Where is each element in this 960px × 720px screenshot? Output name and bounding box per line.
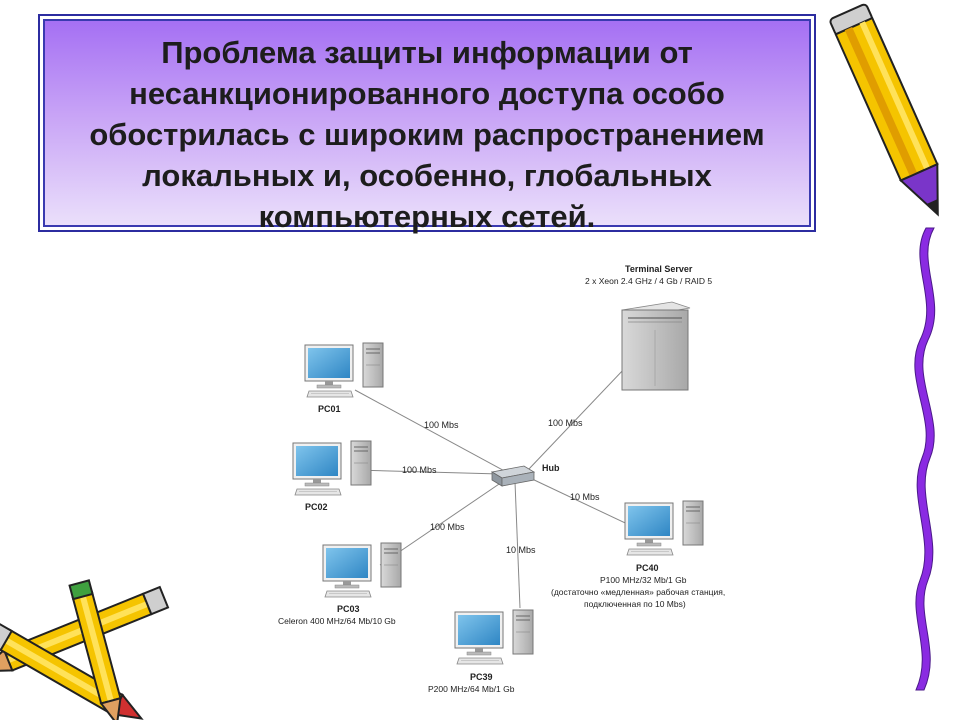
hub-label: Hub: [542, 463, 560, 473]
title-line: Проблема защиты информации от: [161, 35, 693, 70]
link-label-pc01: 100 Mbs: [424, 420, 459, 430]
pc03-label: PC03: [337, 604, 360, 614]
link-label-server: 100 Mbs: [548, 418, 583, 428]
pc40-note: (достаточно «медленная» рабочая станция,: [551, 587, 725, 597]
link-label-pc02: 100 Mbs: [402, 465, 437, 475]
pc40-note: подключенная по 10 Mbs): [584, 599, 686, 609]
pc40-spec: P100 MHz/32 Mb/1 Gb: [600, 575, 687, 585]
server-name: Terminal Server: [625, 264, 693, 274]
link-label-pc39: 10 Mbs: [506, 545, 536, 555]
title-line: несанкционированного доступа особо: [129, 76, 725, 111]
pc40-label: PC40: [636, 563, 659, 573]
server-spec: 2 x Xeon 2.4 GHz / 4 Gb / RAID 5: [585, 276, 712, 286]
pc01-label: PC01: [318, 404, 341, 414]
title-line: компьютерных сетей.: [258, 199, 596, 234]
title-text: Проблема защиты информации от несанкцион…: [40, 32, 814, 237]
title-line: обострилась с широким распространением: [89, 117, 765, 152]
link-pc39: [514, 481, 521, 609]
link-server: [527, 367, 626, 471]
link-pc01: [354, 389, 511, 475]
pc39-spec: P200 MHz/64 Mb/1 Gb: [428, 684, 515, 694]
title-line: локальных и, особенно, глобальных: [142, 158, 712, 193]
pencil-icon: [829, 3, 939, 217]
pc02-label: PC02: [305, 502, 328, 512]
server-icon: [621, 301, 691, 391]
pencil-icon: [68, 579, 122, 720]
title-box: Проблема защиты информации от несанкцион…: [38, 14, 816, 234]
pc03-spec: Celeron 400 MHz/64 Mb/10 Gb: [278, 616, 396, 626]
link-pc02: [354, 469, 501, 475]
pc39-label: PC39: [470, 672, 493, 682]
link-label-pc40: 10 Mbs: [570, 492, 600, 502]
link-label-pc03: 100 Mbs: [430, 522, 465, 532]
link-pc40: [529, 477, 641, 531]
ribbon-icon: [914, 227, 936, 691]
hub-icon: [490, 465, 536, 487]
